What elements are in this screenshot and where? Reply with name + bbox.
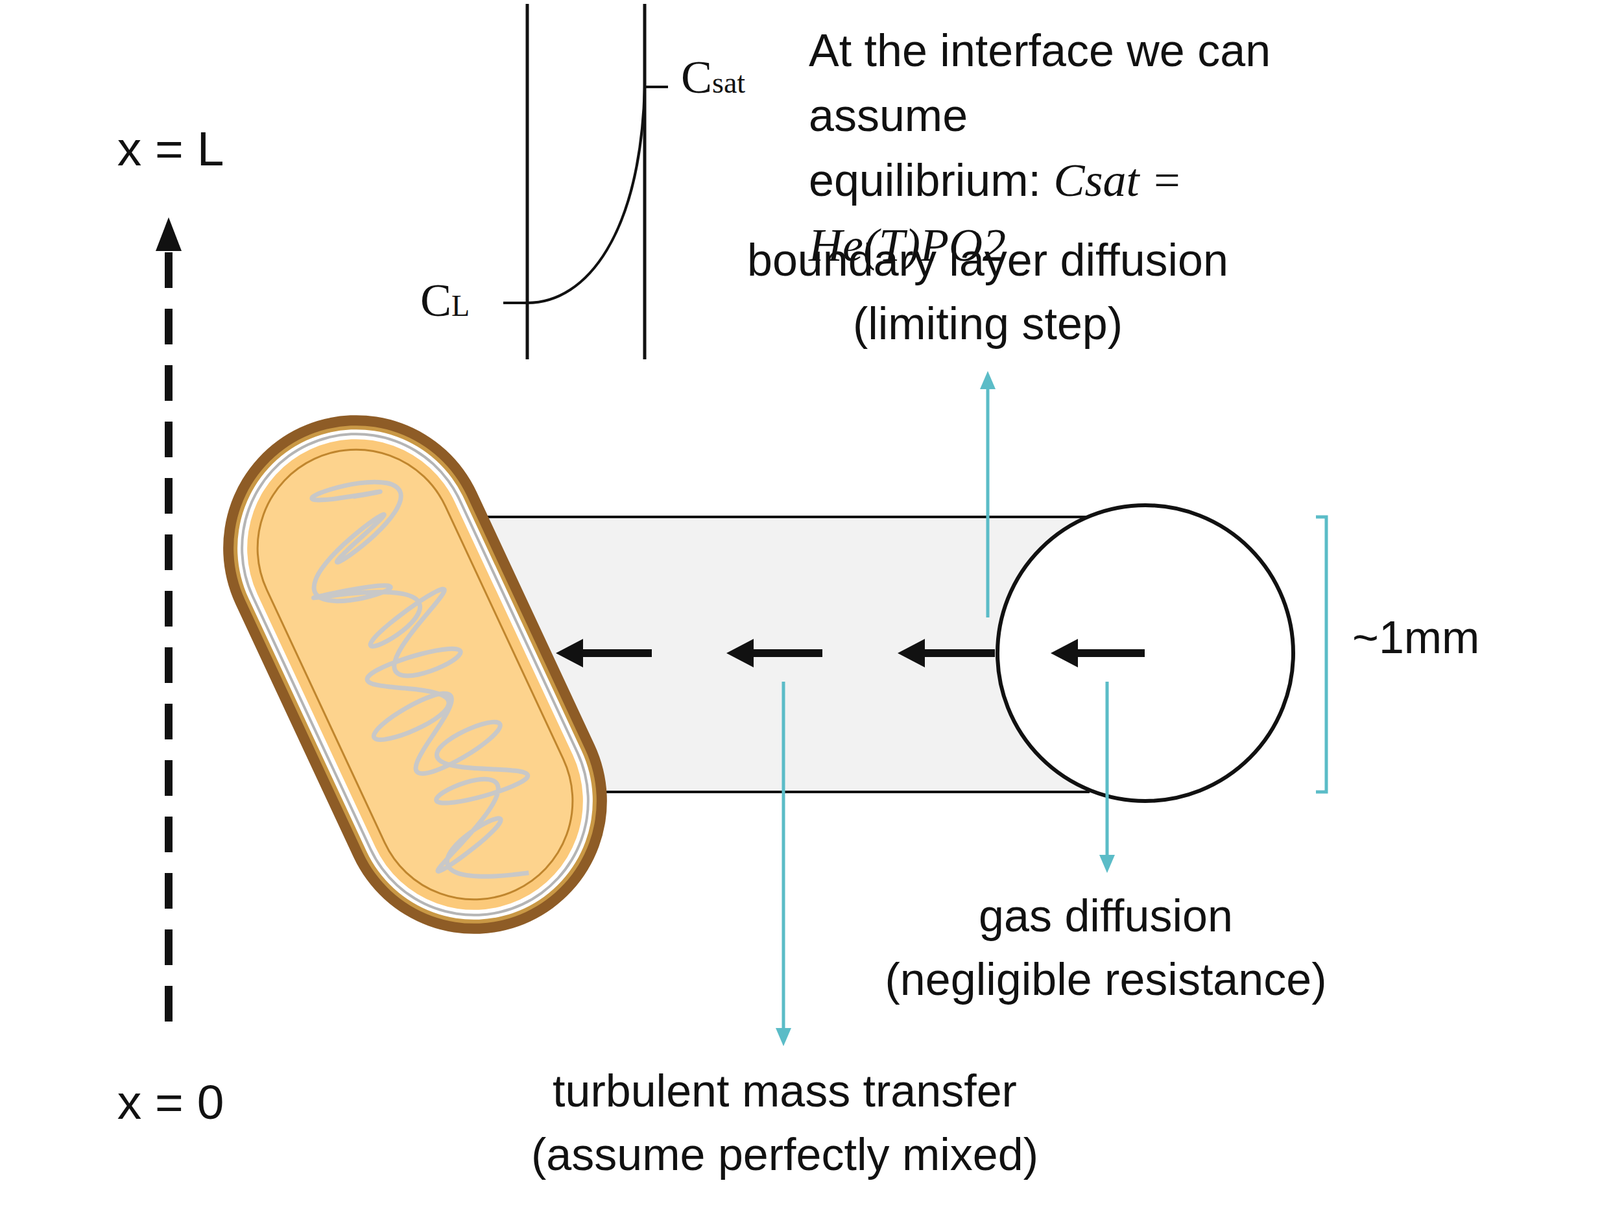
callout-label: gas diffusion (negligible resistance) <box>882 883 1330 1012</box>
axis-label: x = 0 <box>117 1070 225 1134</box>
band-edge <box>551 790 1090 794</box>
bacterium <box>179 371 652 979</box>
position-axis <box>164 249 173 1022</box>
interface-line <box>643 3 647 360</box>
callout-label: boundary layer diffusion (limiting step) <box>744 228 1231 356</box>
tick-mark <box>503 301 528 305</box>
concentration-curve <box>527 86 645 303</box>
flux-arrows <box>555 638 1145 668</box>
band-edge <box>453 515 1090 519</box>
note-text: At the interface we can assume equilibri… <box>808 25 1271 206</box>
axis-arrowhead <box>155 217 182 251</box>
dna-strand <box>271 461 570 908</box>
tick-mark <box>644 85 669 89</box>
profile-line <box>525 3 530 360</box>
gas-bubble <box>997 505 1294 801</box>
cl-tick-label: CL <box>420 277 470 329</box>
dimension-label: ~1mm <box>1352 605 1480 670</box>
callout-label: turbulent mass transfer (assume perfectl… <box>528 1059 1041 1187</box>
csat-tick-label: Csat <box>680 54 746 106</box>
leader-lines <box>775 370 1327 1047</box>
axis-label: x = L <box>117 116 225 181</box>
